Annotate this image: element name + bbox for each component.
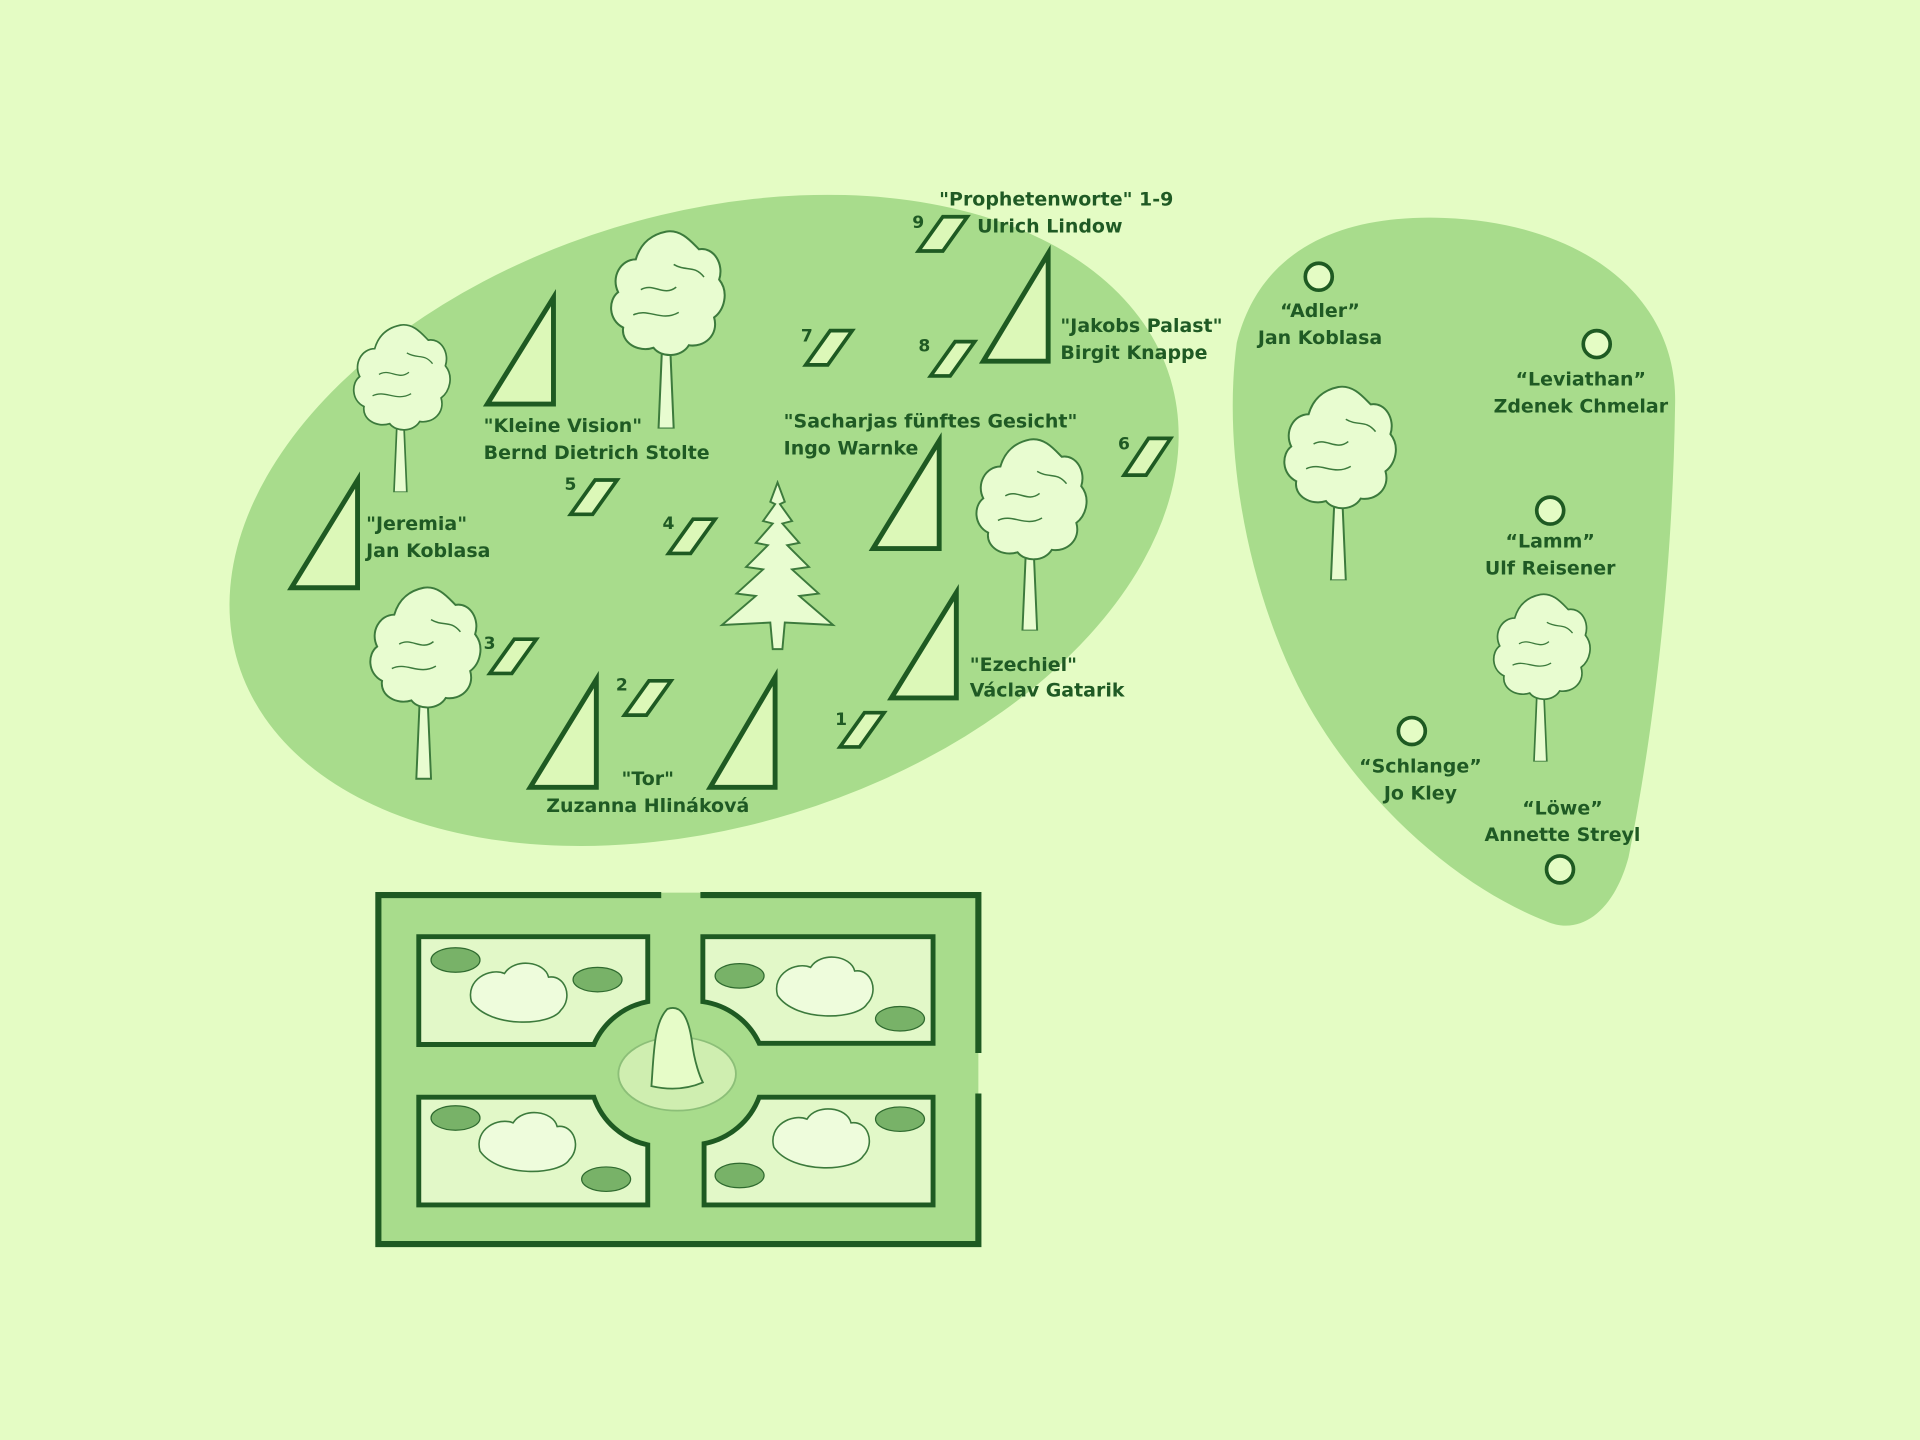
label-ezechiel: "Ezechiel" Václav Gatarik — [970, 654, 1125, 702]
stone-number: 1 — [835, 710, 847, 730]
stone-number: 7 — [801, 327, 813, 347]
stone-number: 3 — [484, 634, 496, 654]
sculpture-title: “Leviathan” — [1516, 369, 1646, 391]
circle-icon — [1581, 328, 1613, 360]
label-adler: “Adler” Jan Koblasa — [1256, 300, 1382, 349]
label-tor: "Tor" Zuzanna Hlináková — [546, 768, 749, 817]
triangle-icon — [868, 432, 942, 552]
stone-2: 2 — [616, 676, 675, 717]
sculpture-title: "Kleine Vision" — [484, 415, 642, 437]
label-loewe: “Löwe” Annette Streyl — [1484, 797, 1640, 846]
stone-1: 1 — [835, 710, 888, 749]
triangle-icon — [287, 471, 360, 591]
sculpture-title: "Tor" — [621, 768, 674, 790]
stone-5: 5 — [564, 475, 621, 517]
circle-icon — [1303, 261, 1335, 293]
label-jeremia: "Jeremia" Jan Koblasa — [364, 513, 490, 562]
formal-garden — [375, 892, 982, 1248]
artist-name: Bernd Dietrich Stolte — [484, 442, 710, 464]
sculpture-title: “Adler” — [1280, 300, 1360, 322]
parallelogram-icon — [665, 517, 719, 556]
parallelogram-icon — [620, 678, 675, 717]
artist-name: Zuzanna Hlináková — [546, 795, 749, 817]
artist-name: Zdenek Chmelar — [1494, 396, 1669, 418]
parallelogram-icon — [486, 637, 540, 676]
artist-name: Birgit Knappe — [1060, 342, 1207, 364]
label-prophetenworte: "Prophetenworte" 1-9 Ulrich Lindow — [939, 189, 1173, 238]
triangle-icon — [482, 288, 556, 407]
triangle-icon — [978, 244, 1051, 364]
label-schlange: “Schlange” Jo Kley — [1359, 756, 1482, 805]
triangle-icon — [887, 584, 959, 701]
sculpture-title: "Prophetenworte" 1-9 — [939, 189, 1173, 211]
stone-9: 9 — [912, 213, 971, 253]
artist-name: Jan Koblasa — [1256, 327, 1382, 349]
circle-icon — [1534, 495, 1566, 526]
parallelogram-icon — [567, 478, 621, 517]
parallelogram-icon — [914, 214, 971, 253]
artist-name: Ulrich Lindow — [977, 216, 1122, 238]
circle-icon — [1544, 854, 1576, 885]
parallelogram-icon — [1120, 436, 1175, 477]
stone-3: 3 — [484, 634, 540, 676]
shrub-icon — [430, 947, 926, 1193]
stone-number: 8 — [918, 336, 930, 356]
stone-7: 7 — [801, 327, 856, 367]
label-jakobs-palast: "Jakobs Palast" Birgit Knappe — [1060, 315, 1222, 364]
stone-number: 4 — [662, 514, 674, 534]
sculpture-title: "Sacharjas fünftes Gesicht" — [784, 410, 1078, 432]
artist-name: Jo Kley — [1382, 783, 1458, 805]
artist-name: Václav Gatarik — [970, 680, 1125, 702]
stone-number: 6 — [1118, 434, 1130, 454]
bush-icon — [469, 956, 874, 1173]
sculpture-title: “Schlange” — [1359, 756, 1482, 778]
stone-number: 5 — [564, 475, 576, 495]
sculpture-title: "Jeremia" — [366, 513, 467, 535]
stone-number: 9 — [912, 213, 924, 233]
sculpture-title: "Ezechiel" — [970, 654, 1077, 676]
triangle-icon — [705, 668, 778, 790]
stone-sculpture — [650, 1007, 705, 1090]
stone-6: 6 — [1118, 434, 1175, 477]
sculpture-title: “Löwe” — [1522, 797, 1602, 819]
stone-number: 2 — [616, 676, 628, 696]
parallelogram-icon — [802, 328, 856, 367]
parallelogram-icon — [927, 339, 979, 378]
label-kleine-vision: "Kleine Vision" Bernd Dietrich Stolte — [484, 415, 710, 464]
triangle-icon — [525, 670, 599, 790]
stone-4: 4 — [662, 514, 719, 556]
stone-8: 8 — [918, 336, 979, 378]
artist-name: Annette Streyl — [1484, 824, 1640, 846]
sculpture-title: “Lamm” — [1506, 530, 1595, 552]
artist-name: Jan Koblasa — [364, 540, 490, 562]
label-leviathan: “Leviathan” Zdenek Chmelar — [1494, 369, 1669, 418]
label-sacharjas: "Sacharjas fünftes Gesicht" Ingo Warnke — [784, 410, 1078, 459]
circle-icon — [1396, 715, 1428, 747]
label-lamm: “Lamm” Ulf Reisener — [1485, 530, 1616, 579]
artist-name: Ulf Reisener — [1485, 557, 1616, 579]
sculpture-title: "Jakobs Palast" — [1060, 315, 1222, 337]
artist-name: Ingo Warnke — [784, 437, 919, 459]
parallelogram-icon — [836, 710, 888, 749]
